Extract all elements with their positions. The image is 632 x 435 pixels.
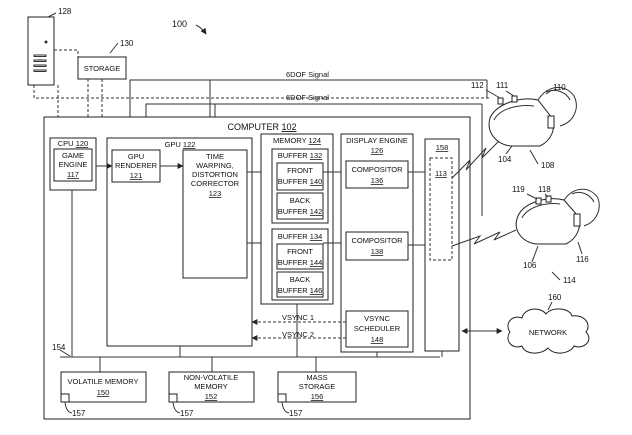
headset-a-ref-108: 108 xyxy=(541,161,555,170)
back-buffer-a-line2: BUFFER 142 xyxy=(278,207,323,216)
wireless-signal-a xyxy=(451,139,501,179)
server-device xyxy=(27,16,55,86)
front-buffer-a-box xyxy=(276,162,324,191)
headset-a-ref-104: 104 xyxy=(498,155,512,164)
time-warping-box xyxy=(182,149,248,279)
non-volatile-memory-157: 157 xyxy=(180,409,194,418)
non-volatile-memory-line1: NON-VOLATILE xyxy=(184,373,238,382)
wireless-signal-b xyxy=(451,229,517,247)
gpu-renderer-ref: 121 xyxy=(130,171,143,180)
interface-inner-box xyxy=(429,157,453,261)
vsync2-label: VSYNC 2 xyxy=(282,330,314,339)
time-warping-line1: TIME xyxy=(206,152,224,161)
volatile-memory-label: VOLATILE MEMORY xyxy=(68,377,139,386)
game-engine-line1: GAME xyxy=(62,151,84,160)
non-volatile-memory-line2: MEMORY xyxy=(194,382,228,391)
back-buffer-b-line2: BUFFER 146 xyxy=(278,286,323,295)
gpu-renderer-line1: GPU xyxy=(128,152,144,161)
display-engine-ref: 126 xyxy=(371,146,384,155)
mass-storage-ref: 156 xyxy=(311,392,324,401)
vsync1-label: VSYNC 1 xyxy=(282,313,314,322)
non-volatile-memory-box xyxy=(168,371,255,403)
compositor-a-ref: 136 xyxy=(371,176,384,185)
gpu-renderer-line2: RENDERER xyxy=(115,161,158,170)
mass-storage-line2: STORAGE xyxy=(299,382,336,391)
time-warping-line2: WARPING, xyxy=(196,161,234,170)
network-ref: 160 xyxy=(548,293,562,302)
back-buffer-b-line1: BACK xyxy=(290,275,310,284)
time-warping-line3: DISTORTION xyxy=(192,170,238,179)
gpu-renderer-box xyxy=(111,149,161,183)
interface-inner-ref: 113 xyxy=(435,169,447,178)
volatile-memory-ref: 150 xyxy=(97,388,110,397)
server-ref: 128 xyxy=(58,7,72,16)
figure-number-arrow xyxy=(195,24,207,35)
storage-label: STORAGE xyxy=(84,64,121,73)
back-buffer-a-box xyxy=(276,192,324,220)
headset-a-ref-112: 112 xyxy=(471,81,484,90)
buffer-a-label: BUFFER 132 xyxy=(278,151,323,160)
headset-a-ref-111: 111 xyxy=(496,81,509,90)
vr-headset-b xyxy=(515,188,600,245)
non-volatile-memory-media xyxy=(168,393,178,403)
back-buffer-a-line1: BACK xyxy=(290,196,310,205)
server-storage-dashed xyxy=(33,85,490,99)
network-label: NETWORK xyxy=(529,328,567,337)
compositor-a-label: COMPOSITOR xyxy=(351,165,403,174)
front-buffer-a-line1: FRONT xyxy=(287,166,313,175)
vsync-scheduler-ref: 148 xyxy=(371,335,384,344)
vr-headset-a xyxy=(488,87,577,147)
vsync-scheduler-line1: VSYNC xyxy=(364,314,390,323)
mass-storage-media xyxy=(277,393,287,403)
game-engine-ref: 117 xyxy=(67,170,79,179)
compositor-b-box xyxy=(345,231,409,261)
headset-b-ref-114: 114 xyxy=(563,276,576,285)
memory-label: MEMORY 124 xyxy=(273,136,321,145)
signal-label-top: 6DOF Signal xyxy=(286,70,329,79)
cpu-label: CPU 120 xyxy=(58,139,88,148)
bus-ref: 154 xyxy=(52,343,66,352)
gpu-label: GPU 122 xyxy=(165,140,196,149)
front-buffer-b-box xyxy=(276,243,324,270)
interface-ref: 158 xyxy=(436,143,449,152)
figure-number: 100 xyxy=(172,19,187,29)
mass-storage-line1: MASS xyxy=(306,373,327,382)
display-engine-line1: DISPLAY ENGINE xyxy=(346,136,408,145)
volatile-memory-157: 157 xyxy=(72,409,86,418)
computer-label: COMPUTER 102 xyxy=(227,122,296,132)
storage-ref: 130 xyxy=(120,39,134,48)
front-buffer-b-line2: BUFFER 144 xyxy=(278,258,323,267)
game-engine-box xyxy=(53,148,93,182)
headset-b-ref-116: 116 xyxy=(576,255,589,264)
compositor-b-ref: 138 xyxy=(371,247,384,256)
front-buffer-a-line2: BUFFER 140 xyxy=(278,177,323,186)
headset-b-ref-106: 106 xyxy=(523,261,537,270)
network-cloud xyxy=(507,308,590,354)
vsync-scheduler-box xyxy=(345,310,409,348)
compositor-b-label: COMPOSITOR xyxy=(351,236,403,245)
headset-b-ref-119: 119 xyxy=(512,185,525,194)
front-buffer-b-line1: FRONT xyxy=(287,247,313,256)
volatile-memory-media xyxy=(60,393,70,403)
vsync-scheduler-line2: SCHEDULER xyxy=(354,324,401,333)
mass-storage-box xyxy=(277,371,357,403)
headset-a-ref-110: 110 xyxy=(553,83,566,92)
back-buffer-b-box xyxy=(276,271,324,298)
compositor-a-box xyxy=(345,160,409,189)
volatile-memory-box xyxy=(60,371,147,403)
time-warping-ref: 123 xyxy=(209,189,222,198)
buffer-b-label: BUFFER 134 xyxy=(278,232,323,241)
mass-storage-157: 157 xyxy=(289,409,303,418)
game-engine-line2: ENGINE xyxy=(59,160,88,169)
headset-b-ref-118: 118 xyxy=(538,185,551,194)
non-volatile-memory-ref: 152 xyxy=(205,392,218,401)
time-warping-line4: CORRECTOR xyxy=(191,179,240,188)
